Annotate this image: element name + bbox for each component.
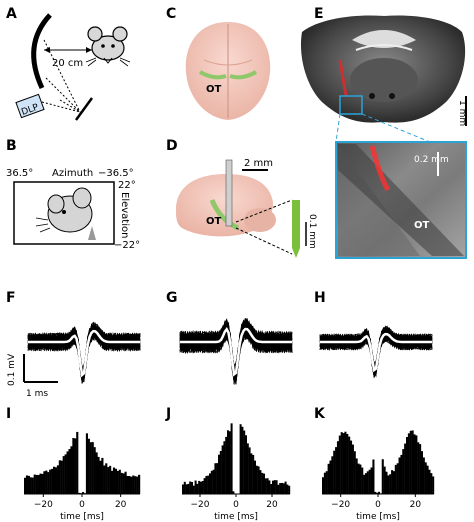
scale-label-1mm: 1 mm — [457, 100, 467, 126]
acg-tick-label: 20 — [266, 500, 278, 510]
mouse-head-icon — [35, 187, 96, 240]
acg-tick-label: 20 — [410, 500, 422, 510]
acg-panels: I J K −20 0 20 time [ms] −20 0 20 time [ms] −2… — [6, 406, 435, 522]
mouse-icon — [85, 26, 131, 67]
elevation-top: 22° — [118, 180, 136, 191]
azimuth-left: 36.5° — [6, 168, 33, 179]
probe-zoom — [292, 200, 300, 258]
distance-label: 20 cm — [52, 58, 83, 69]
panel-label-i: I — [6, 406, 11, 422]
acg-tick-label: −20 — [34, 500, 53, 510]
mirror — [74, 97, 94, 121]
histology-section — [300, 15, 466, 123]
brain-sagittal-icon — [176, 174, 276, 237]
waveform-f — [27, 321, 141, 385]
autocorrelogram-k: −20 0 20 time [ms] — [322, 430, 435, 522]
inset-scale-label: 0.2 mm — [414, 155, 449, 165]
time-scale-label: 1 ms — [26, 389, 48, 399]
panel-a: A 20 cm DLP — [6, 6, 131, 121]
panel-label-b: B — [6, 138, 17, 154]
elevation-bottom: −22° — [114, 240, 140, 251]
panel-label-a: A — [6, 6, 17, 22]
azimuth-title: Azimuth — [52, 168, 93, 179]
acg-tick-label: 0 — [375, 500, 381, 510]
brain-dorsal-icon — [185, 22, 271, 120]
acg-tick-label: −20 — [331, 500, 350, 510]
ot-label-c: OT — [206, 84, 222, 95]
acg-xlabel: time [ms] — [356, 512, 400, 522]
autocorrelogram-j: −20 0 20 time [ms] — [182, 423, 291, 522]
autocorrelogram-i: −20 0 20 time [ms] — [24, 431, 141, 522]
waveform-h — [319, 325, 433, 379]
panel-label-f: F — [6, 290, 16, 306]
panel-label-g: G — [166, 290, 178, 306]
ot-label-e: OT — [414, 220, 430, 231]
curved-screen — [31, 13, 52, 90]
acg-xlabel: time [ms] — [60, 512, 104, 522]
panel-label-e: E — [314, 6, 324, 22]
panel-label-k: K — [314, 406, 326, 422]
panel-c: C OT — [166, 6, 271, 120]
panel-b: B 36.5° Azimuth −36.5° 22° Elevation −22… — [6, 138, 140, 251]
acg-tick-label: −20 — [191, 500, 210, 510]
panel-d: D 2 mm OT 0.1 mm — [166, 138, 317, 258]
elevation-title: Elevation — [119, 192, 130, 238]
scale-label-2mm: 2 mm — [244, 158, 273, 169]
probe-shank — [225, 159, 233, 227]
panel-label-h: H — [314, 290, 326, 306]
panel-e: E 1 mm 0.2 mm OT — [300, 6, 467, 259]
waveform-panels: F G H 0.1 mV 1 ms — [6, 290, 433, 399]
acg-tick-label: 20 — [115, 500, 127, 510]
ot-label-d: OT — [206, 216, 222, 227]
panel-label-j: J — [165, 406, 171, 422]
panel-label-d: D — [166, 138, 178, 154]
waveform-g — [179, 318, 293, 385]
acg-tick-label: 0 — [233, 500, 239, 510]
panel-label-c: C — [166, 6, 176, 22]
dlp-projector — [15, 93, 45, 119]
azimuth-right: −36.5° — [98, 168, 134, 179]
scale-label-probe: 0.1 mm — [307, 214, 317, 249]
acg-tick-label: 0 — [79, 500, 85, 510]
inset-outline — [339, 95, 363, 115]
acg-xlabel: time [ms] — [214, 512, 258, 522]
voltage-scale-label: 0.1 mV — [7, 353, 17, 386]
